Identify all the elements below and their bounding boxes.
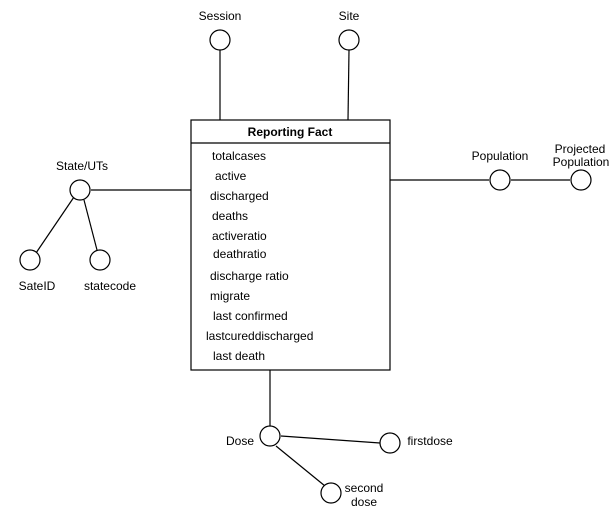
population-node	[489, 169, 511, 191]
population-label: Population	[472, 149, 529, 163]
fact-attribute: totalcases	[212, 149, 266, 163]
edge-state-stateid	[35, 196, 75, 254]
stateid-label: SateID	[19, 279, 56, 293]
site-node	[338, 29, 360, 51]
stateid-node	[19, 249, 41, 271]
statecode-node	[89, 249, 111, 271]
fact-attribute: deathratio	[213, 247, 267, 261]
seconddose-label-line1: second	[345, 481, 384, 495]
state-label: State/UTs	[56, 159, 108, 173]
firstdose-label: firstdose	[407, 434, 453, 448]
fact-attribute: active	[215, 169, 247, 183]
fact-table: Reporting Fact totalcases active dischar…	[190, 119, 391, 371]
projected-population-node	[570, 169, 592, 191]
edge-dose-seconddose	[275, 445, 326, 487]
site-label: Site	[339, 9, 360, 23]
fact-attribute: lastcureddischarged	[206, 329, 313, 343]
firstdose-node	[379, 432, 401, 454]
edge-dose-firstdose	[280, 435, 381, 444]
state-node	[69, 179, 91, 201]
edge-site-fact	[347, 49, 350, 121]
fact-attribute: discharged	[210, 189, 269, 203]
projected-population-label-line2: Population	[553, 155, 610, 169]
fact-attribute: activeratio	[212, 229, 267, 243]
session-label: Session	[199, 9, 242, 23]
fact-attribute: deaths	[212, 209, 248, 223]
fact-table-title: Reporting Fact	[248, 125, 333, 139]
fact-table-box	[190, 119, 391, 371]
edge-state-statecode	[83, 199, 98, 251]
fact-attribute: last death	[213, 349, 265, 363]
dose-label: Dose	[226, 434, 254, 448]
fact-attribute: last confirmed	[213, 309, 288, 323]
fact-attribute: discharge ratio	[210, 269, 289, 283]
seconddose-label-line2: dose	[351, 495, 377, 509]
dose-node	[259, 425, 281, 447]
seconddose-node	[320, 482, 342, 504]
session-node	[209, 29, 231, 51]
projected-population-label-line1: Projected	[555, 142, 606, 156]
fact-attribute: migrate	[210, 289, 250, 303]
statecode-label: statecode	[84, 279, 136, 293]
